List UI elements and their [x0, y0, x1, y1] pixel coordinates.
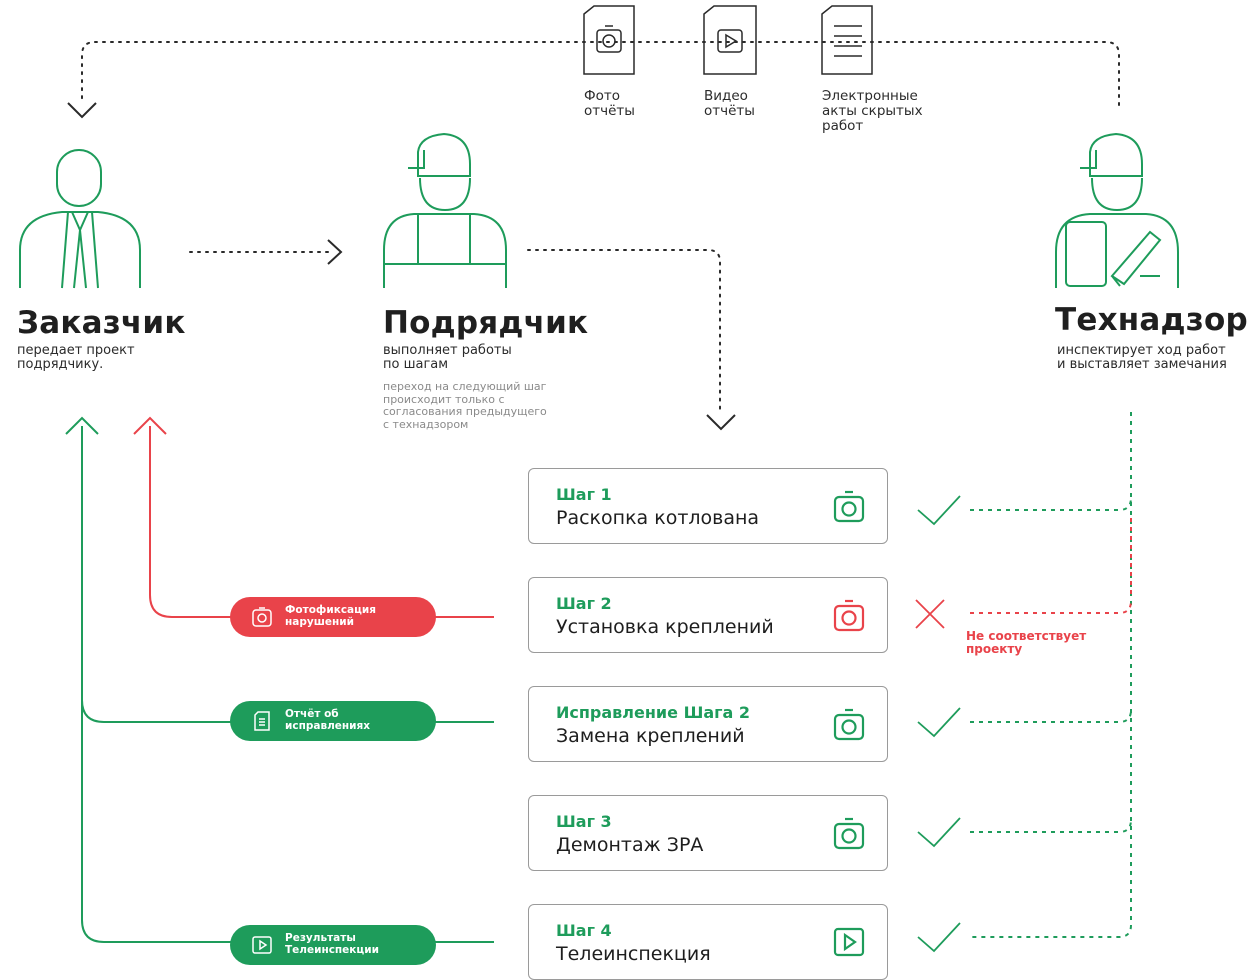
supervisor-icon [1055, 132, 1179, 288]
approval-line-4 [970, 819, 1132, 833]
document-icon [254, 711, 270, 731]
green-arrow-up [65, 416, 99, 435]
report-pill-fixes[interactable]: Отчёт об исправлениях [230, 701, 436, 741]
supervisor-desc: инспектирует ход работ и выставляет заме… [1057, 343, 1227, 372]
supervisor-title: Технадзор [1055, 302, 1248, 338]
play-icon [833, 927, 865, 957]
step-title: Установка креплений [556, 616, 774, 638]
step-card-3[interactable]: Исправление Шага 2 Замена креплений [528, 686, 888, 762]
step-number: Шаг 3 [556, 812, 612, 831]
camera-icon [252, 607, 272, 627]
step-number: Исправление Шага 2 [556, 703, 750, 722]
camera-icon [833, 490, 865, 523]
check-icon [917, 922, 961, 953]
cross-icon [915, 599, 945, 629]
red-arrow-up [133, 416, 167, 435]
reject-line [970, 518, 1132, 614]
step-card-2[interactable]: Шаг 2 Установка креплений [528, 577, 888, 653]
step-number: Шаг 4 [556, 921, 612, 940]
report-label: Результаты Телеинспекции [285, 932, 379, 956]
check-icon [917, 495, 961, 526]
step-number: Шаг 2 [556, 594, 612, 613]
customer-title: Заказчик [17, 305, 186, 341]
camera-icon [833, 708, 865, 741]
step-card-1[interactable]: Шаг 1 Раскопка котлована [528, 468, 888, 544]
check-icon [917, 817, 961, 848]
video-doc-icon [703, 5, 757, 75]
report-pill-violations[interactable]: Фотофиксация нарушений [230, 597, 436, 637]
doc-label-acts: Электронные акты скрытых работ [822, 88, 923, 134]
doc-label-video: Видео отчёты [704, 88, 755, 119]
report-pill-teleinspection[interactable]: Результаты Телеинспекции [230, 925, 436, 965]
contractor-title: Подрядчик [383, 305, 589, 341]
contractor-icon [383, 132, 507, 288]
approval-line-3 [970, 709, 1132, 723]
play-icon [252, 936, 272, 954]
report-label: Фотофиксация нарушений [285, 604, 377, 628]
doc-label-photo: Фото отчёты [584, 88, 635, 119]
step-number: Шаг 1 [556, 485, 612, 504]
step-title: Телеинспекция [556, 943, 711, 965]
approval-line-1 [970, 497, 1132, 511]
camera-icon [833, 817, 865, 850]
customer-icon [19, 149, 141, 289]
arrow-to-contractor [327, 239, 343, 265]
report-label: Отчёт об исправлениях [285, 708, 371, 732]
supervisor-line [970, 412, 1132, 938]
contractor-note: переход на следующий шаг происходит толь… [383, 380, 547, 431]
red-report-line [149, 426, 494, 618]
step-title: Демонтаж ЗРА [556, 834, 704, 856]
contractor-desc: выполняет работы по шагам [383, 343, 512, 372]
photo-doc-icon [583, 5, 635, 75]
green-report-line [81, 426, 494, 943]
list-doc-icon [821, 5, 873, 75]
step-card-5[interactable]: Шаг 4 Телеинспекция [528, 904, 888, 980]
contractor-to-steps-line [527, 249, 721, 413]
rejection-note: Не соответствует проекту [966, 629, 1087, 656]
step-title: Раскопка котлована [556, 507, 760, 529]
camera-icon [833, 599, 865, 632]
arrow-to-customer [67, 102, 97, 119]
document-flow-path [81, 41, 1120, 106]
arrow-to-steps [706, 414, 736, 431]
check-icon [917, 707, 961, 738]
customer-desc: передает проект подрядчику. [17, 343, 135, 372]
step-title: Замена креплений [556, 725, 745, 747]
step-card-4[interactable]: Шаг 3 Демонтаж ЗРА [528, 795, 888, 871]
